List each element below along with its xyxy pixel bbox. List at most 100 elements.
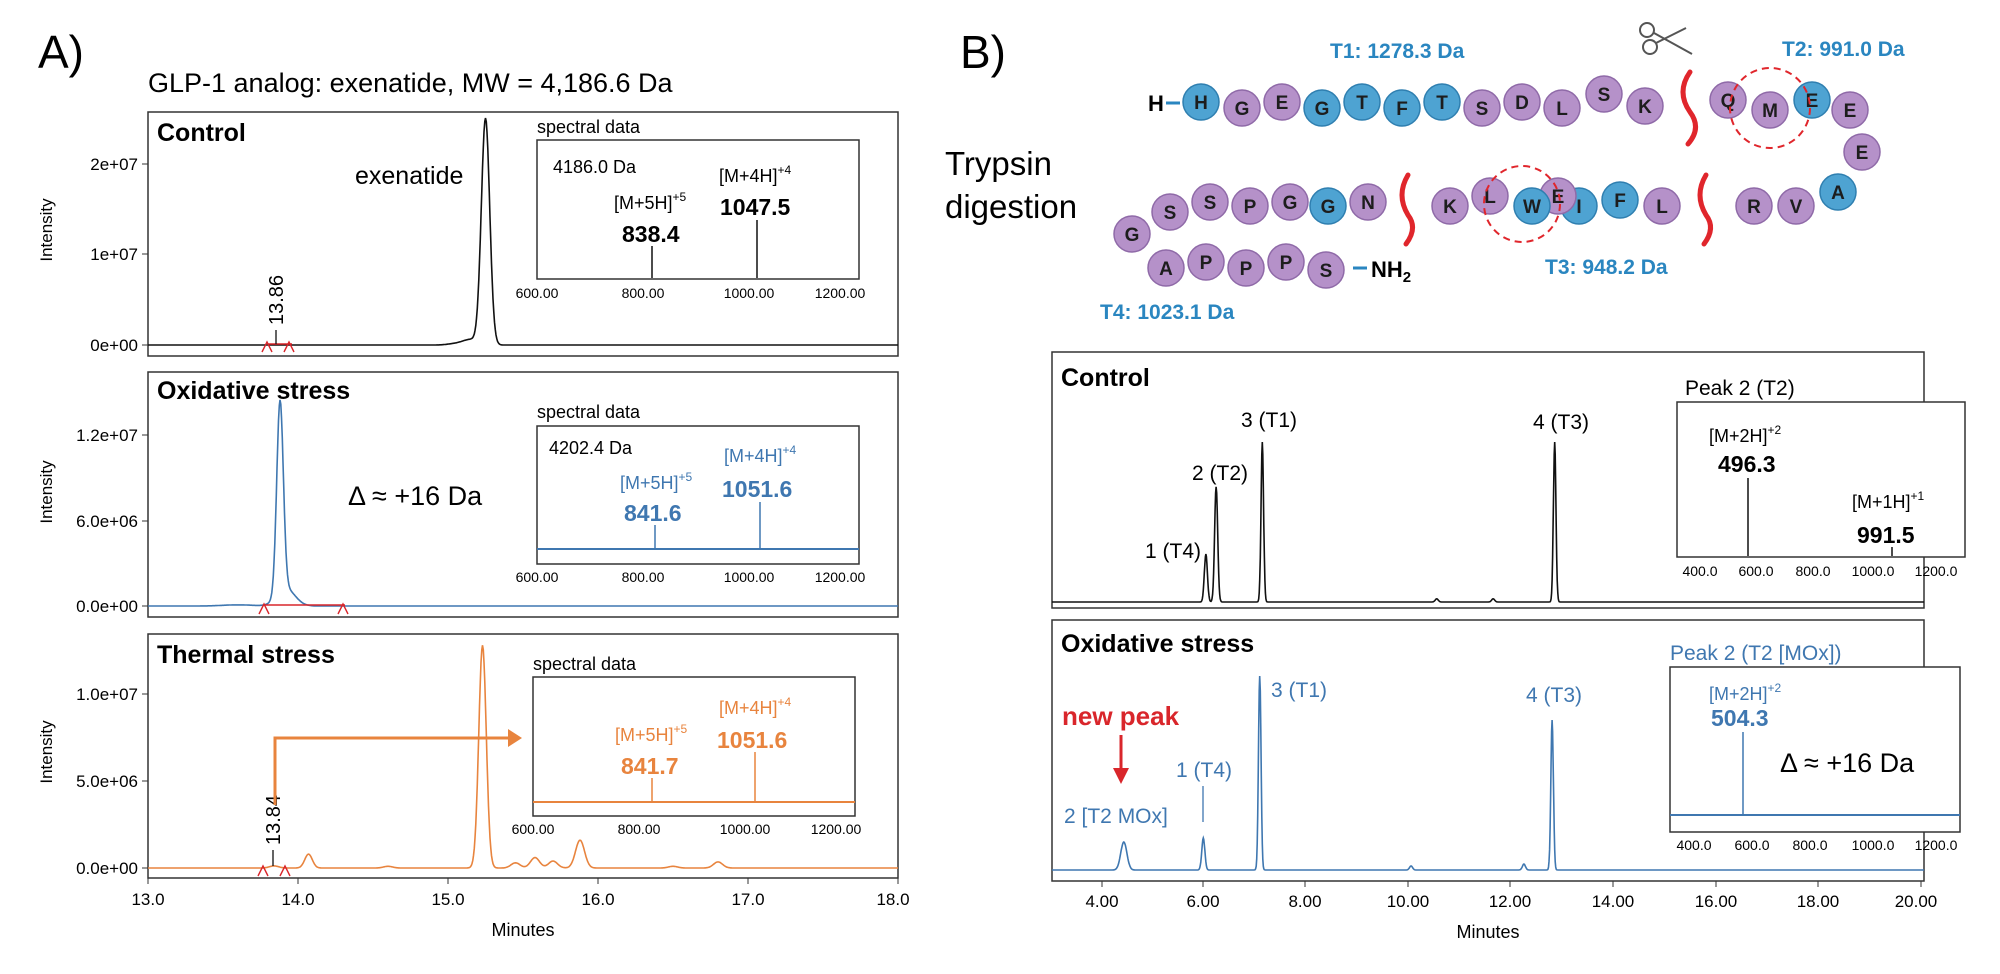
residue-N-28: N [1349,183,1387,221]
a-ytick-thermal-1: 5.0e+06 [76,772,138,791]
a-control-trace [148,117,898,346]
svg-text:G: G [1235,99,1250,120]
svg-text:G: G [1125,225,1140,246]
b-oxidative-peak-2: 2 [T2 MOx] [1064,805,1168,828]
b-inset-control-ion1: [M+1H]+1 [1852,489,1925,512]
a-inset-thermal-ion4: [M+4H]+4 [719,695,792,718]
svg-text:P: P [1200,253,1213,274]
b-control-peak-1: 1 (T4) [1145,540,1201,563]
a-inset-control-xtick-0: 600.00 [516,285,559,301]
b-inset-control-ion2: [M+2H]+2 [1709,423,1782,446]
b-inset-oxidative-xtick-1: 600.0 [1734,837,1769,853]
a-inset-oxidative-ion5-mz: 841.6 [624,500,682,526]
a-inset-oxidative-xtick-1: 800.00 [622,569,665,585]
a-inset-thermal-xtick-2: 1000.00 [720,821,771,837]
residue-E-15: E [1793,81,1831,119]
a-inset-control-mass: 4186.0 Da [553,157,637,177]
panel-a-title: GLP-1 analog: exenatide, MW = 4,186.6 Da [148,68,674,98]
a-ytick-control-2: 2e+07 [90,155,138,174]
svg-text:Q: Q [1721,91,1736,112]
b-xtick-8: 20.00 [1895,892,1938,911]
b-inset-control-title: Peak 2 (T2) [1685,377,1795,400]
svg-text:T: T [1436,93,1448,114]
a-xtick-1: 14.0 [281,890,314,909]
residue-E-3: E [1263,83,1301,121]
a-inset-thermal-xtick-3: 1200.00 [811,821,862,837]
svg-text:S: S [1320,261,1333,282]
residue-G-4: G [1303,89,1341,127]
svg-text:L: L [1656,197,1668,218]
a-thermal-arrow [273,729,522,805]
a-delta-label: Δ ≈ +16 Da [348,481,483,511]
a-inset-thermal-title: spectral data [533,654,637,674]
a-inset-oxidative-mass: 4202.4 Da [549,438,633,458]
a-inset-control-xtick-3: 1200.00 [815,285,866,301]
svg-text:E: E [1856,143,1869,164]
fragment-t2-label: T2: 991.0 Da [1782,38,1905,61]
a-ytick-oxidative-1: 6.0e+06 [76,512,138,531]
residue-D-9: D [1503,83,1541,121]
a-inset-thermal-ion5: [M+5H]+5 [615,722,688,745]
a-xtick-4: 17.0 [731,890,764,909]
a-control-title: Control [157,119,246,147]
residue-P-38: P [1267,243,1305,281]
svg-text:T: T [1356,93,1368,114]
c-terminus: NH2 [1371,257,1411,286]
b-inset-control-xtick-2: 800.0 [1795,563,1830,579]
fragment-t1-label: T1: 1278.3 Da [1330,40,1465,63]
residue-G-30: G [1271,183,1309,221]
residue-S-39: S [1307,251,1345,289]
a-inset-control-ion4-mz: 1047.5 [720,194,791,220]
b-control-peak-2: 2 (T2) [1192,462,1248,485]
b-oxidative-peak-1: 1 (T4) [1176,759,1232,782]
svg-text:E: E [1276,93,1289,114]
trypsin-label: Trypsin [945,145,1052,182]
a-inset-control-xtick-1: 800.00 [622,285,665,301]
svg-text:E: E [1844,101,1857,122]
a-inset-oxidative-xtick-0: 600.00 [516,569,559,585]
b-control-peak-3: 3 (T1) [1241,409,1297,432]
a-inset-control-title: spectral data [537,117,641,137]
a-ytick-control-1: 1e+07 [90,245,138,264]
residue-R-20: R [1735,187,1773,225]
b-inset-control-xtick-0: 400.0 [1682,563,1717,579]
residue-E-16: E [1831,91,1869,129]
svg-text:F: F [1614,191,1626,212]
fragment-t3-label: T3: 948.2 Da [1545,256,1668,279]
b-inset-control: Peak 2 (T2) [M+2H]+2 496.3 [M+1H]+1 991.… [1676,377,1966,579]
a-rt-control: 13.86 [266,275,288,325]
a-oxidative-trace [148,399,898,607]
b-new-peak-label: new peak [1062,701,1180,731]
svg-text:K: K [1443,197,1457,218]
b-inset-oxidative-title: Peak 2 (T2 [MOx]) [1670,642,1842,665]
a-yaxis-thermal: 0.0e+00 5.0e+06 1.0e+07 [76,685,148,878]
panel-b-label: B) [960,26,1006,78]
digestion-label: digestion [945,188,1077,225]
a-integration-markers [257,340,349,877]
oxidation-site-w [1483,165,1561,243]
residue-T-5: T [1343,83,1381,121]
residue-A-35: A [1147,249,1185,287]
svg-text:D: D [1515,93,1529,114]
a-inset-control-ion4: [M+4H]+4 [719,163,792,186]
svg-text:S: S [1164,203,1177,224]
a-oxidative-title: Oxidative stress [157,377,350,405]
residue-K-27: K [1431,187,1469,225]
b-xaxis: 4.00 6.00 8.00 10.00 12.00 14.00 16.00 1… [1085,881,1937,942]
svg-text:S: S [1598,85,1611,106]
b-inset-oxidative-ion2: [M+2H]+2 [1709,681,1782,704]
svg-text:K: K [1638,97,1652,118]
a-inset-control-ion5-mz: 838.4 [622,221,680,247]
b-control-peak-4: 4 (T3) [1533,411,1589,434]
b-oxidative-peak-4: 4 (T3) [1526,684,1582,707]
b-oxidative-trace [1052,675,1924,871]
svg-text:E: E [1806,91,1819,112]
b-xtick-6: 16.00 [1695,892,1738,911]
a-inset-oxidative-title: spectral data [537,402,641,422]
b-new-peak-arrow [1113,735,1129,784]
a-yaxis-oxidative: 0.0e+00 6.0e+06 1.2e+07 [76,426,148,616]
residue-F-6: F [1383,89,1421,127]
a-inset-oxidative-ion4-mz: 1051.6 [722,476,792,502]
svg-text:F: F [1396,99,1408,120]
